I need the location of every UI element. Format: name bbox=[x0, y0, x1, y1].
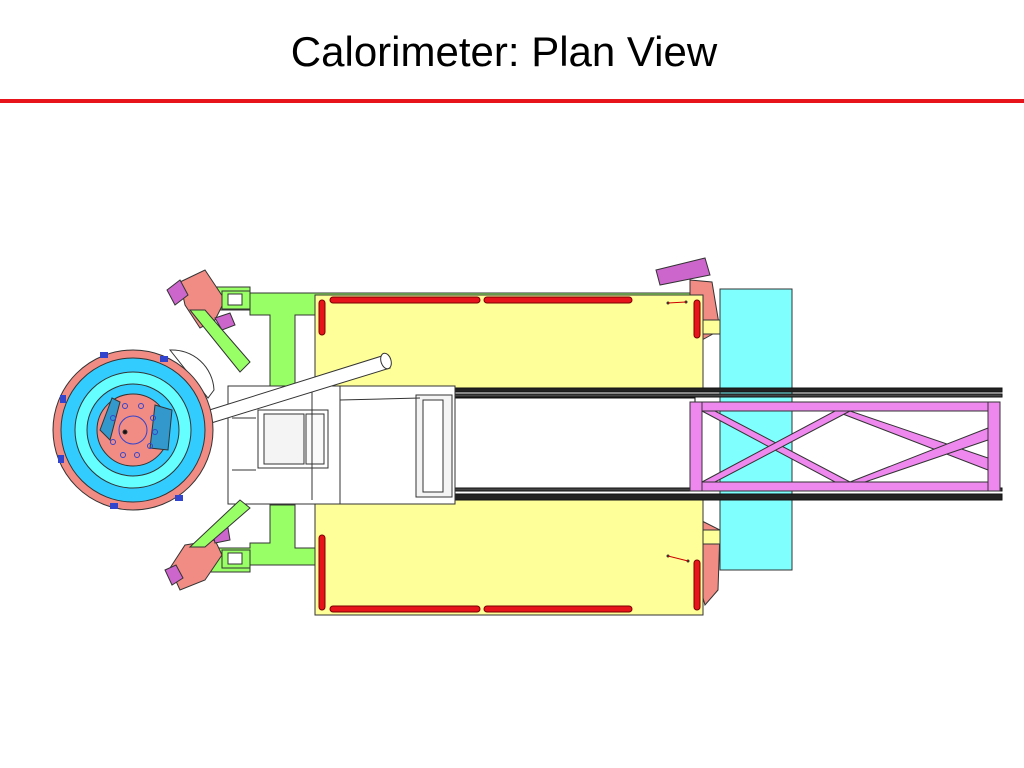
platform-rails bbox=[318, 296, 701, 613]
platform-upper bbox=[314, 294, 704, 393]
cryostat bbox=[52, 349, 215, 511]
platform-lower bbox=[314, 499, 704, 616]
detector-housing bbox=[227, 385, 456, 505]
bracket-upper-left bbox=[166, 269, 251, 331]
bracket-lower-left bbox=[164, 527, 251, 591]
beam-rails bbox=[339, 387, 1003, 501]
cryostat-arms bbox=[188, 309, 251, 548]
beam-table bbox=[719, 288, 793, 571]
slide-title: Calorimeter: Plan View bbox=[290, 28, 718, 75]
title-divider bbox=[0, 99, 1024, 103]
platform-markers bbox=[666, 300, 690, 563]
truss-arm bbox=[689, 401, 1001, 492]
